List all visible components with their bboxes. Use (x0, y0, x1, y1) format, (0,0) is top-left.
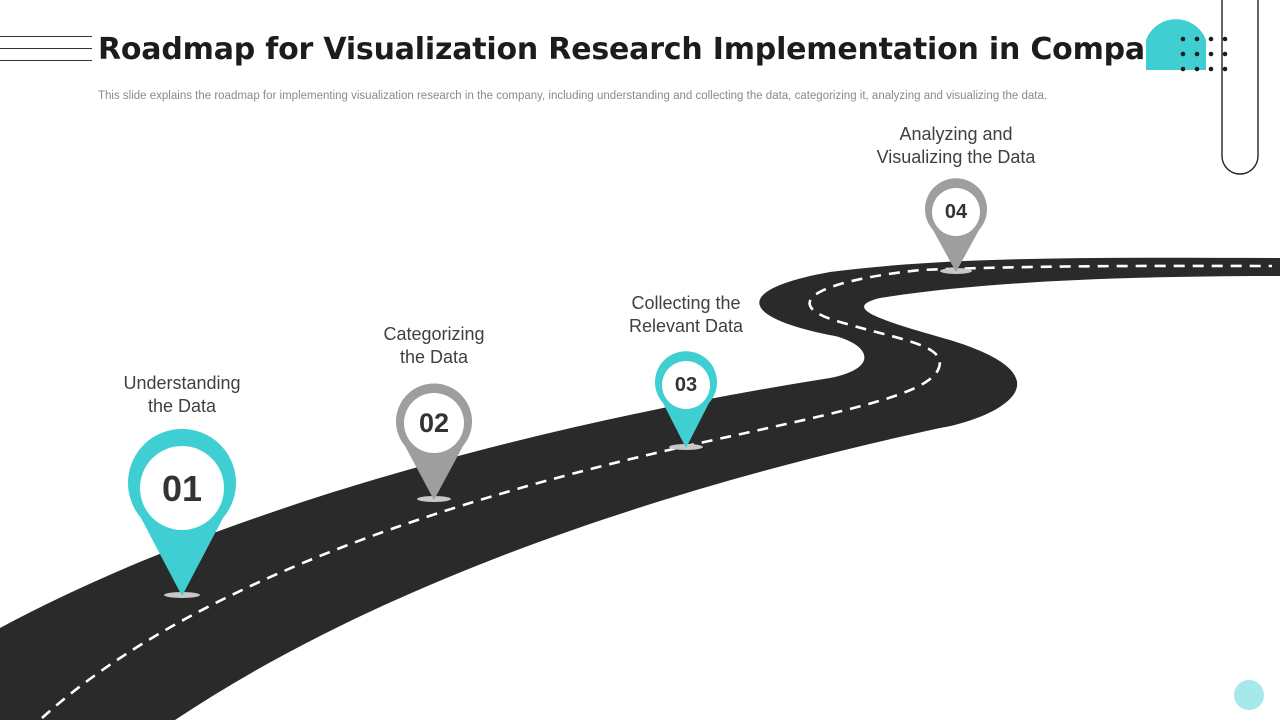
map-pin-04-icon (925, 178, 987, 274)
header-decor-lines (0, 36, 92, 64)
step-number-03: 03 (674, 374, 698, 396)
step-label-01-line2: the Data (147, 396, 217, 416)
decorative-dot (1234, 680, 1264, 710)
step-label-04-line1: Analyzing and (899, 124, 1013, 144)
step-number-02: 02 (418, 408, 450, 438)
map-pin-03-icon (655, 351, 717, 450)
step-number-01: 01 (161, 468, 203, 509)
map-pin-02-icon (396, 383, 472, 502)
step-label-04-line2: Visualizing the Data (876, 147, 1036, 167)
step-number-04: 04 (944, 201, 968, 223)
map-pin-01-icon (128, 428, 237, 598)
corner-decoration (1146, 0, 1259, 175)
step-label-03-line1: Collecting the (631, 293, 741, 313)
step-label-03-line2: Relevant Data (628, 316, 744, 336)
step-label-02-line1: Categorizing (383, 324, 485, 344)
step-label-02-line2: the Data (399, 347, 469, 367)
page-subtitle: This slide explains the roadmap for impl… (98, 90, 1048, 102)
page-title: Roadmap for Visualization Research Imple… (98, 32, 1186, 67)
step-label-03: Collecting the Relevant Data (586, 292, 786, 338)
step-label-02: Categorizing the Data (334, 323, 534, 369)
step-label-01-line1: Understanding (123, 373, 241, 393)
step-label-01: Understanding the Data (82, 372, 282, 418)
road-center-line (41, 264, 1273, 719)
step-label-04: Analyzing and Visualizing the Data (856, 123, 1056, 169)
road-surface (0, 257, 1280, 720)
